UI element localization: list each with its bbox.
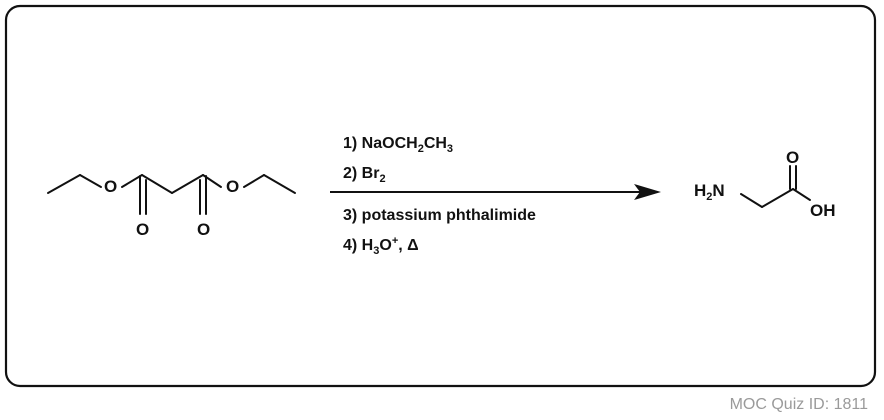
bond — [141, 174, 173, 194]
bond — [263, 174, 296, 194]
quiz-id-watermark: MOC Quiz ID: 1811 — [729, 396, 868, 413]
arrow-head — [634, 184, 661, 200]
bond — [121, 174, 143, 188]
bond — [47, 174, 81, 194]
hydroxyl-group: OH — [810, 201, 836, 220]
reactant-diethyl-malonate — [47, 174, 296, 215]
amine-group: H2N — [694, 181, 725, 203]
bond — [171, 174, 204, 194]
ester-oxygen-left: O — [104, 177, 117, 196]
bond — [761, 188, 794, 208]
reagent-step-2: 2) Br2 — [343, 165, 386, 185]
reagent-step-4: 4) H3O+, Δ — [343, 235, 419, 257]
reagent-step-3: 3) potassium phthalimide — [343, 207, 536, 224]
carbonyl-oxygen-left: O — [136, 220, 149, 239]
carbonyl-oxygen-right: O — [197, 220, 210, 239]
bond — [792, 188, 811, 201]
product-glycine — [740, 165, 811, 208]
reagent-step-1: 1) NaOCH2CH3 — [343, 135, 453, 155]
bond — [243, 174, 265, 188]
scheme-border — [4, 4, 877, 388]
bond — [740, 193, 763, 208]
bond — [79, 174, 102, 188]
carbonyl-oxygen: O — [786, 148, 799, 167]
ester-oxygen-right: O — [226, 177, 239, 196]
